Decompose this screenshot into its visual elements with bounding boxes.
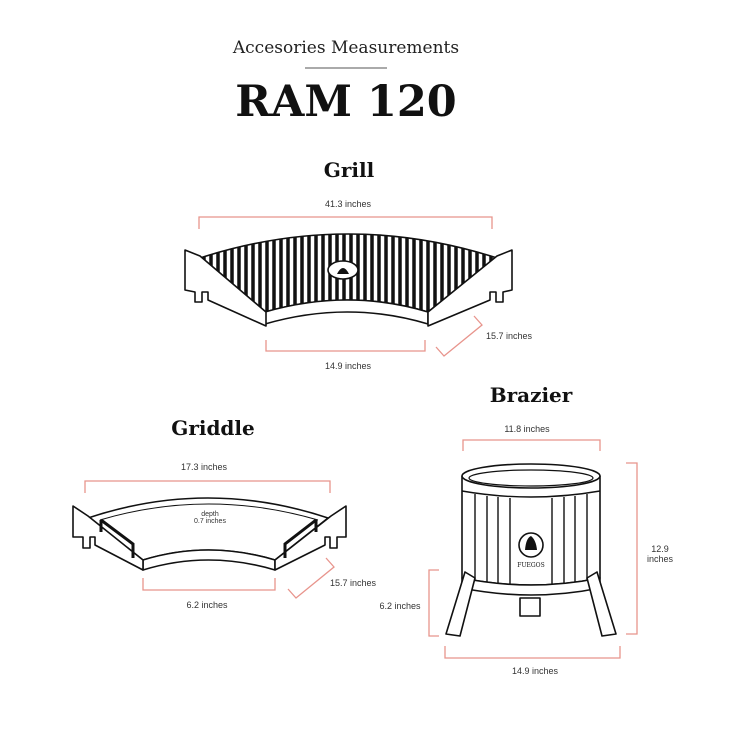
brazier-brand-text: FUEGOS <box>517 562 544 569</box>
griddle-width-bracket <box>84 480 331 493</box>
grill-width-label: 41.3 inches <box>325 199 372 209</box>
griddle-front-bracket <box>142 578 276 591</box>
brazier-leg-bracket <box>428 569 439 637</box>
grill-drawing <box>184 233 513 327</box>
griddle-depth-bracket <box>287 557 335 599</box>
grill-width-bracket <box>198 216 493 229</box>
page-title: RAM 120 <box>235 77 456 127</box>
brazier-height-unit: inches <box>647 554 674 564</box>
brazier-section: Brazier 11.8 inches FUEGOS 12.9 inches <box>379 383 673 676</box>
griddle-width-label: 17.3 inches <box>181 462 228 472</box>
page-subtitle: Accesories Measurements <box>232 38 459 58</box>
grill-title: Grill <box>324 158 375 182</box>
brazier-top-label: 11.8 inches <box>504 424 550 434</box>
griddle-inner-depth-value: 0.7 inches <box>194 518 226 525</box>
brazier-title: Brazier <box>490 383 573 407</box>
griddle-title: Griddle <box>171 416 255 440</box>
grill-depth-bracket <box>435 315 483 357</box>
griddle-depth-label: 15.7 inches <box>330 578 377 588</box>
brazier-base-bracket <box>444 646 621 659</box>
brazier-top-bracket <box>462 439 601 451</box>
grill-section: Grill 41.3 inches 14.9 inches 15.7 inche… <box>184 158 533 371</box>
griddle-front-label: 6.2 inches <box>186 600 228 610</box>
griddle-inner-depth-caption: depth <box>201 511 219 518</box>
griddle-section: Griddle 17.3 inches depth 0.7 inches 6.2… <box>72 416 377 610</box>
brazier-leg-label: 6.2 inches <box>379 601 421 611</box>
grill-depth-label: 15.7 inches <box>486 331 533 341</box>
brazier-height-value: 12.9 <box>651 544 669 554</box>
grill-front-bracket <box>265 340 426 352</box>
brazier-drawing: FUEGOS <box>445 463 617 637</box>
griddle-drawing <box>72 497 347 571</box>
brazier-height-bracket <box>626 462 638 635</box>
grill-front-label: 14.9 inches <box>325 361 372 371</box>
brazier-base-label: 14.9 inches <box>512 666 559 676</box>
